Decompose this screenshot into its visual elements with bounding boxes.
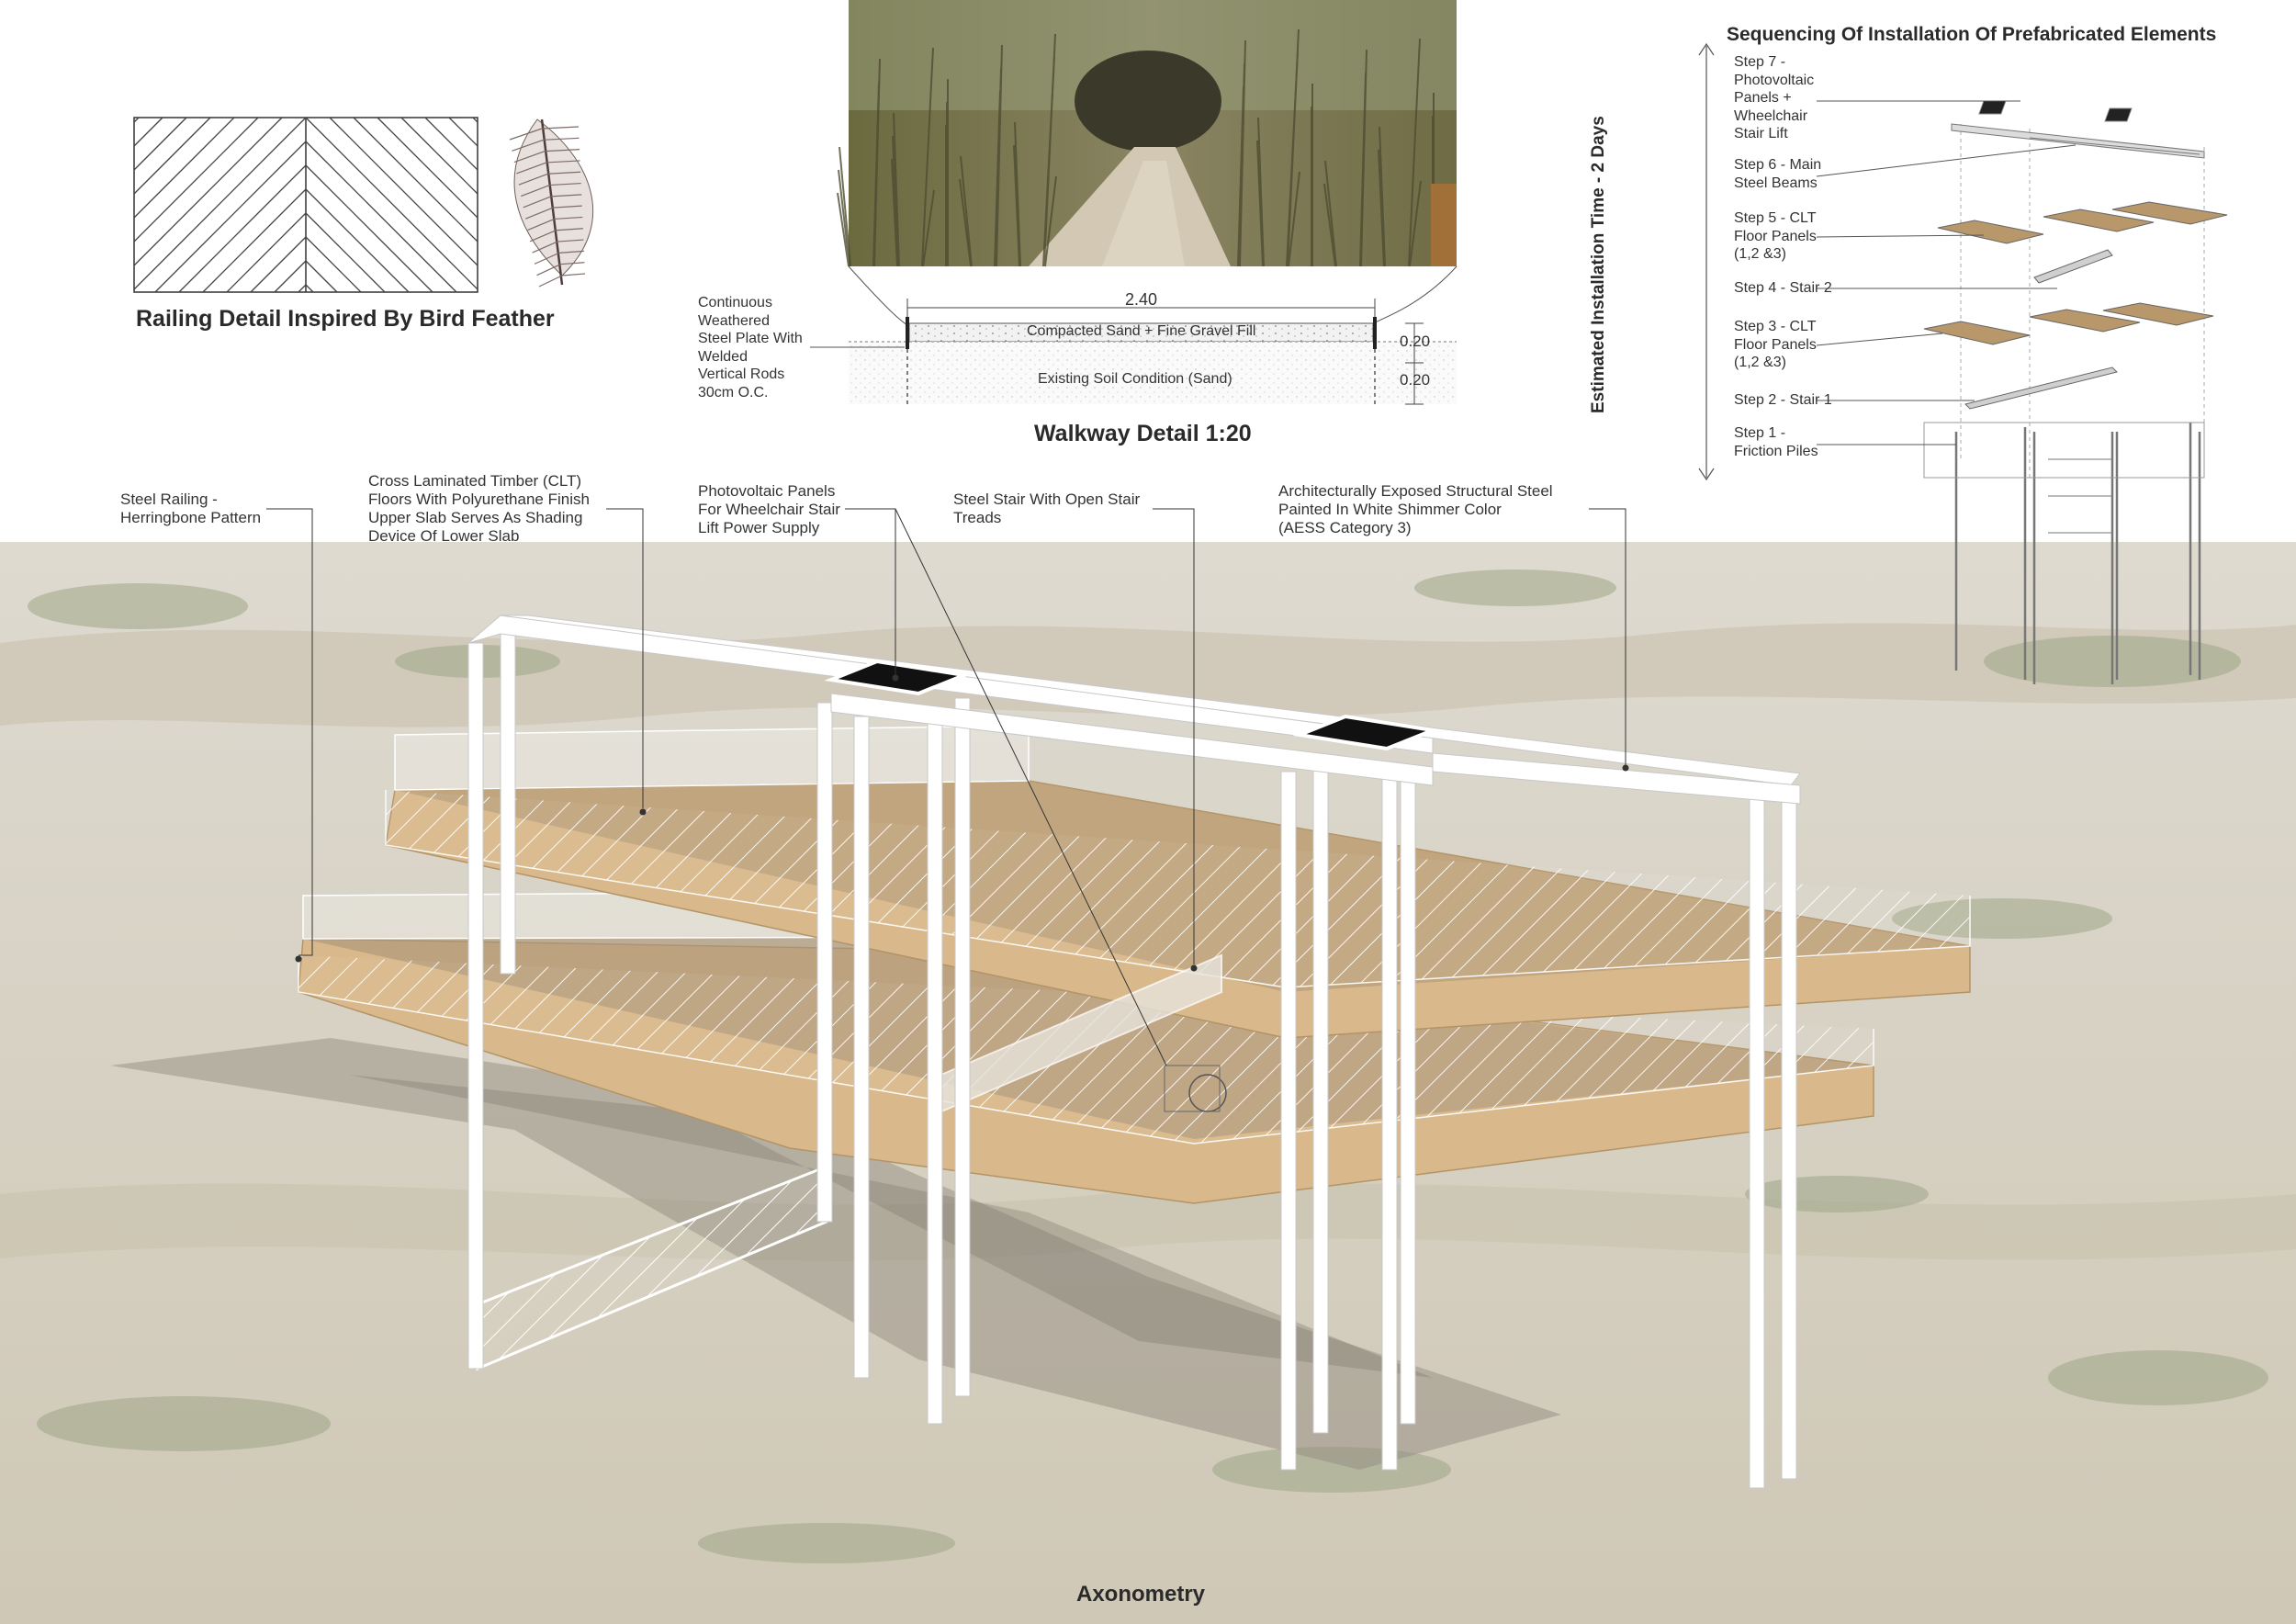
railing-detail-title: Railing Detail Inspired By Bird Feather (136, 306, 555, 332)
bird-feather-image (509, 118, 594, 288)
callout-leaders (266, 508, 1629, 1066)
walkway-section (810, 265, 1458, 405)
walkway-detail-title: Walkway Detail 1:20 (1034, 421, 1252, 446)
structure-shadow (110, 1038, 1561, 1470)
step-4-label: Step 4 - Stair 2 (1734, 280, 1832, 296)
steel-plate-note: Continuous Weathered Steel Plate With We… (698, 295, 803, 400)
herringbone-railing-pattern (133, 117, 478, 293)
installation-time-label: Estimated Installation Time - 2 Days (1589, 116, 1608, 413)
walkway-width-dimension: 2.40 (1125, 290, 1158, 309)
sequencing-arrow (1698, 42, 1715, 481)
callout-clt-floors: Cross Laminated Timber (CLT) Floors With… (368, 472, 590, 545)
soil-layer-label: Existing Soil Condition (Sand) (1038, 371, 1232, 387)
step-3-label: Step 3 - CLT Floor Panels (1,2 &3) (1734, 319, 1817, 370)
axonometry-title: Axonometry (1076, 1582, 1206, 1607)
callout-photovoltaic: Photovoltaic Panels For Wheelchair Stair… (698, 482, 840, 536)
step-1-label: Step 1 - Friction Piles (1734, 425, 1818, 459)
callout-aess-steel: Architecturally Exposed Structural Steel… (1278, 482, 1553, 536)
walkway-photo (837, 0, 1457, 267)
depth-dimension-bottom: 0.20 (1400, 371, 1431, 389)
photovoltaic-panel (1292, 714, 1440, 751)
step-2-label: Step 2 - Stair 1 (1734, 392, 1832, 408)
structure-shadow (349, 1075, 1433, 1378)
callout-steel-railing: Steel Railing - Herringbone Pattern (120, 491, 262, 526)
depth-dimension-top: 0.20 (1400, 333, 1431, 350)
dune-shadow (0, 1183, 2296, 1261)
axonometric-structure (298, 615, 1971, 1489)
step-6-label: Step 6 - Main Steel Beams (1734, 157, 1822, 191)
step-5-label: Step 5 - CLT Floor Panels (1,2 &3) (1734, 210, 1817, 262)
callout-steel-stair: Steel Stair With Open Stair Treads (953, 491, 1141, 526)
fill-layer-label: Compacted Sand + Fine Gravel Fill (1027, 323, 1256, 339)
sequencing-title: Sequencing Of Installation Of Prefabrica… (1727, 24, 2217, 45)
exploded-axonometric (1816, 100, 2228, 684)
dune-shadow (0, 623, 2296, 727)
step-7-label: Step 7 - Photovoltaic Panels + Wheelchai… (1734, 54, 1815, 141)
